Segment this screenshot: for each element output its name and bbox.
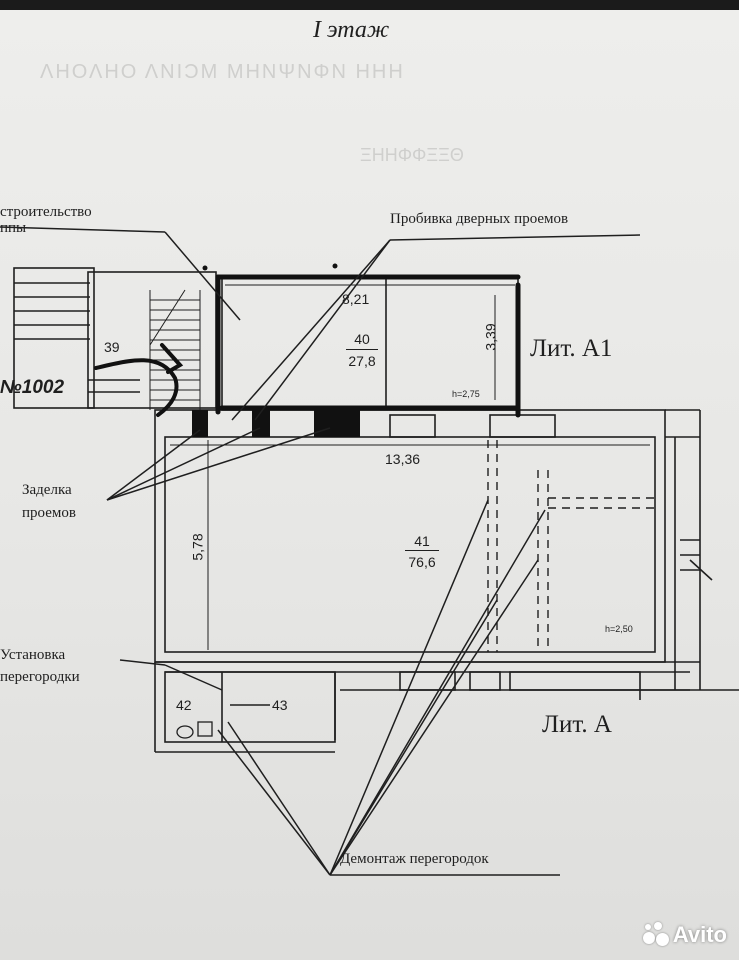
note-seal-openings-line1: Заделка <box>22 482 72 498</box>
stair-block <box>13 267 95 409</box>
top-edge <box>0 0 739 10</box>
lit-a-label: Лит. А <box>542 711 612 738</box>
avito-wordmark: Avito <box>672 922 727 947</box>
room-42-number: 42 <box>176 697 192 713</box>
lit-a1-label: Лит. А1 <box>530 335 613 362</box>
bleed-through-text-1: ΛΗΟΛΗΟ ΛΝΙϽΜ ΜΗΝΨΝΦΝ ΗΗΗ <box>40 61 405 83</box>
dimension-top: 8,21 <box>342 291 370 307</box>
note-stairs: ппы <box>0 220 27 236</box>
room-43-number: 43 <box>272 697 288 713</box>
avito-logo-icon <box>642 922 669 948</box>
sealed-opening-3 <box>314 410 360 437</box>
room-40-height: h=2,75 <box>452 389 480 399</box>
note-dismantle-partitions: Демонтаж перегородок <box>340 851 489 867</box>
note-door-openings: Пробивка дверных проемов <box>390 211 569 227</box>
room-40-area: 27,8 <box>348 353 376 369</box>
room-41-area: 76,6 <box>408 554 436 570</box>
note-install-partition-line1: Установка <box>0 647 66 663</box>
floor-title: I этаж <box>313 17 390 43</box>
room-41-number: 41 <box>414 533 430 549</box>
room-39-number: 39 <box>104 339 120 355</box>
room-40-number: 40 <box>354 331 370 347</box>
arrow-head <box>160 343 184 374</box>
sealed-opening-2 <box>252 410 270 437</box>
room-40-fraction-line <box>346 349 378 350</box>
bleed-through-text-2: ΞΗΗΦΦΞΞΘ <box>360 145 464 165</box>
apartment-number: №1002 <box>0 377 65 398</box>
dimension-right: 3,39 <box>482 323 499 351</box>
sealed-opening-1 <box>192 410 208 437</box>
avito-watermark: Avito <box>642 922 727 948</box>
room-41-height: h=2,50 <box>605 624 633 634</box>
dimension-middle: 13,36 <box>385 451 421 467</box>
note-install-partition-line2: перегородки <box>0 669 80 685</box>
room-41-fraction-line <box>405 550 439 551</box>
note-construction: строительство <box>0 204 92 220</box>
note-seal-openings-line2: проемов <box>22 505 76 521</box>
dimension-left: 5,78 <box>189 533 206 561</box>
